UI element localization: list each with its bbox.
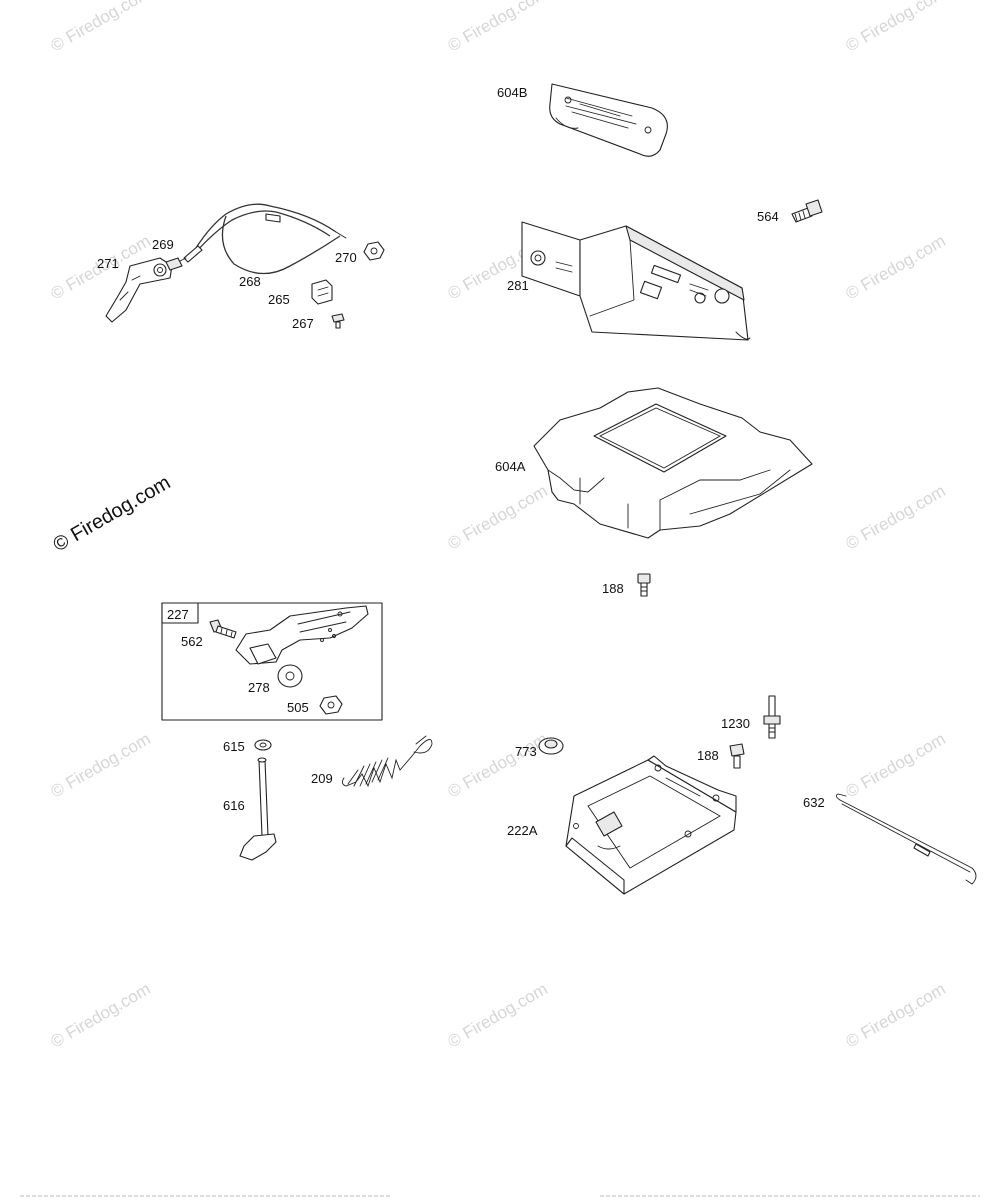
- main-watermark: © Firedog.com: [50, 472, 175, 557]
- part-773-washer[interactable]: [538, 737, 564, 755]
- watermark: © Firedog.com: [445, 481, 551, 553]
- label-773: 773: [515, 744, 537, 759]
- part-278-washer[interactable]: [277, 664, 303, 688]
- label-505: 505: [287, 700, 309, 715]
- part-270-nut[interactable]: [363, 241, 385, 261]
- label-604A: 604A: [495, 459, 526, 474]
- watermark: © Firedog.com: [445, 729, 551, 801]
- part-188-bolt-lower[interactable]: [729, 743, 745, 769]
- label-188-lower: 188: [697, 748, 719, 763]
- label-267: 267: [292, 316, 314, 331]
- label-209: 209: [311, 771, 333, 786]
- part-1230-stud[interactable]: [763, 695, 781, 739]
- label-268: 268: [239, 274, 261, 289]
- watermark: © Firedog.com: [843, 979, 949, 1051]
- part-505-nut[interactable]: [319, 695, 343, 715]
- watermark: © Firedog.com: [48, 979, 154, 1051]
- part-188-bolt-upper[interactable]: [637, 573, 651, 597]
- part-562-bolt[interactable]: [209, 619, 237, 639]
- watermark-layer: © Firedog.com © Firedog.com © Firedog.co…: [48, 0, 949, 1051]
- part-564-bolt[interactable]: [791, 199, 823, 223]
- part-615-washer[interactable]: [254, 739, 272, 751]
- label-278: 278: [248, 680, 270, 695]
- watermark: © Firedog.com: [48, 0, 154, 55]
- part-604B-plate[interactable]: [549, 83, 668, 157]
- label-615: 615: [223, 739, 245, 754]
- label-188-upper: 188: [602, 581, 624, 596]
- label-281: 281: [507, 278, 529, 293]
- label-604B: 604B: [497, 85, 527, 100]
- watermark: © Firedog.com: [843, 481, 949, 553]
- watermark: © Firedog.com: [843, 729, 949, 801]
- label-616: 616: [223, 798, 245, 813]
- watermark: © Firedog.com: [48, 729, 154, 801]
- part-265-clip[interactable]: [311, 279, 333, 305]
- part-269-cable-end[interactable]: [177, 245, 203, 263]
- part-268-cable[interactable]: [195, 203, 347, 275]
- label-632: 632: [803, 795, 825, 810]
- part-227-governor-plate[interactable]: [235, 605, 369, 665]
- watermark: © Firedog.com: [843, 231, 949, 303]
- label-562: 562: [181, 634, 203, 649]
- label-564: 564: [757, 209, 779, 224]
- label-270: 270: [335, 250, 357, 265]
- label-265: 265: [268, 292, 290, 307]
- part-604A-shroud[interactable]: [533, 387, 813, 539]
- watermark: © Firedog.com: [445, 0, 551, 55]
- part-616-shaft[interactable]: [239, 757, 277, 861]
- watermark: © Firedog.com: [445, 979, 551, 1051]
- part-271-lever[interactable]: [105, 257, 183, 323]
- part-222A-base-plate[interactable]: [565, 755, 737, 895]
- label-222A: 222A: [507, 823, 538, 838]
- label-1230: 1230: [721, 716, 750, 731]
- part-209-spring[interactable]: [341, 735, 433, 788]
- label-227: 227: [167, 607, 189, 622]
- part-281-bracket[interactable]: [521, 221, 751, 341]
- watermark: © Firedog.com: [843, 0, 949, 55]
- part-632-link-rod[interactable]: [835, 793, 977, 885]
- label-269: 269: [152, 237, 174, 252]
- part-267-screw[interactable]: [331, 313, 345, 329]
- label-271: 271: [97, 256, 119, 271]
